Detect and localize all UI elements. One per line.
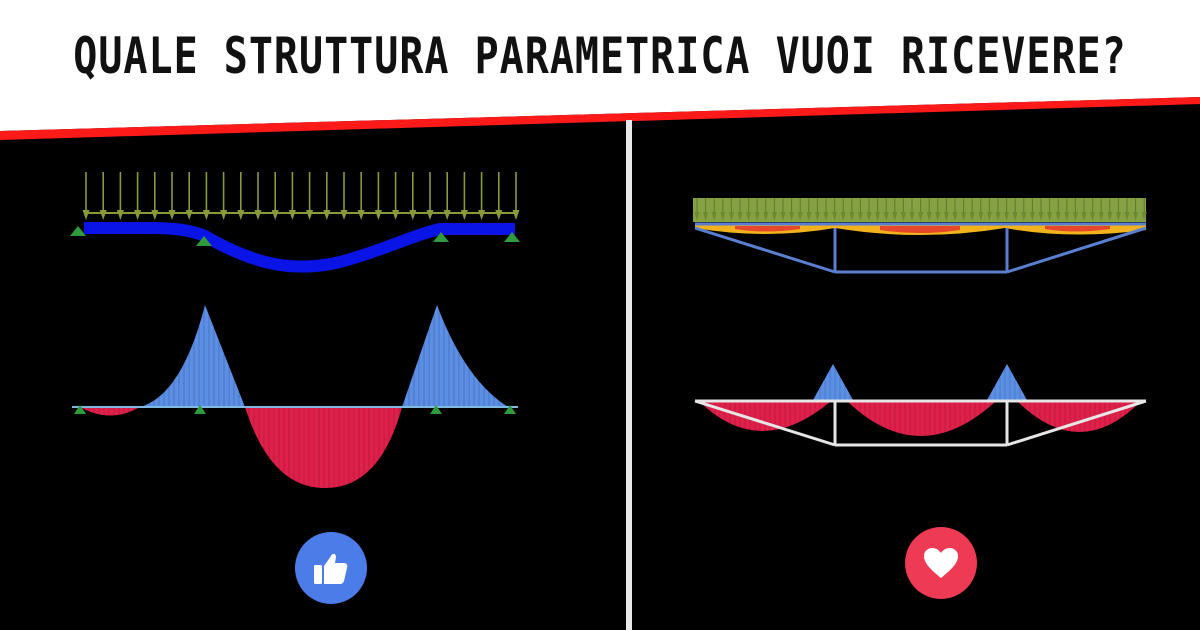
like-reaction-button[interactable] bbox=[295, 532, 367, 604]
deck-load-arrow bbox=[1090, 198, 1096, 221]
deck-load-arrow bbox=[797, 198, 803, 221]
deck-load-arrow bbox=[961, 198, 967, 221]
deck-load-arrow bbox=[875, 198, 881, 221]
heart-icon bbox=[924, 548, 958, 578]
banner-red-stripe bbox=[0, 97, 1200, 140]
deck-load-arrow bbox=[1098, 198, 1104, 221]
deck-load-arrow bbox=[746, 198, 752, 221]
bridge-frame-outline bbox=[694, 399, 1147, 447]
deck-load-band bbox=[693, 198, 1146, 222]
poll-question-title: QUALE STRUTTURA PARAMETRICA VUOI RICEVER… bbox=[73, 28, 1127, 86]
thumbs-up-icon bbox=[314, 553, 348, 584]
deck-load-arrow bbox=[711, 198, 717, 221]
deck-load-arrow bbox=[1029, 198, 1035, 221]
bridge-moment-neg-1 bbox=[700, 402, 830, 431]
deck-load-arrow bbox=[840, 198, 846, 221]
deformed-beam bbox=[84, 222, 515, 273]
deck-load-arrow bbox=[1107, 198, 1113, 221]
bridge-hatch-lines bbox=[699, 362, 1141, 455]
deck-load-arrow bbox=[978, 198, 984, 221]
deck-load-arrow bbox=[909, 198, 915, 221]
moment-negative-span-1 bbox=[80, 407, 140, 416]
deck-load-arrow bbox=[849, 198, 855, 221]
deck-load-arrow bbox=[703, 198, 709, 221]
deck-load-arrow bbox=[780, 198, 786, 221]
banner-background bbox=[0, 0, 1200, 131]
deck-load-arrow bbox=[1115, 198, 1121, 221]
diagram-support-4 bbox=[504, 405, 516, 414]
support-4 bbox=[504, 232, 520, 242]
deck-load-arrow bbox=[789, 198, 795, 221]
deck-load-arrow bbox=[986, 198, 992, 221]
moment-positive-support-3 bbox=[402, 305, 508, 407]
love-reaction-button[interactable] bbox=[905, 527, 977, 599]
deck-load-arrows bbox=[694, 198, 1147, 221]
deck-load-arrow bbox=[857, 198, 863, 221]
bridge-moment-neg-2 bbox=[848, 402, 995, 436]
deck-load-arrow bbox=[832, 198, 838, 221]
deck-stress-hotspots bbox=[735, 226, 1110, 233]
deck-load-arrow bbox=[1038, 198, 1044, 221]
deck-load-arrow bbox=[1004, 198, 1010, 221]
bridge-moment-pos-2 bbox=[987, 364, 1027, 400]
deck-load-arrow bbox=[754, 198, 760, 221]
moment-negative-span-2 bbox=[245, 407, 402, 488]
deck-load-arrow bbox=[892, 198, 898, 221]
truss-structure bbox=[694, 222, 1147, 274]
bending-moment-diagram bbox=[72, 300, 518, 495]
deck-load-arrow bbox=[1133, 198, 1139, 221]
bridge-moment-neg-3 bbox=[1018, 402, 1140, 432]
moment-hatch-lines bbox=[83, 300, 505, 495]
deck-load-arrow bbox=[1055, 198, 1061, 221]
diagram-support-1 bbox=[74, 405, 86, 414]
truss-diagonal-right bbox=[1006, 226, 1147, 274]
deck-load-arrow bbox=[935, 198, 941, 221]
deck-load-arrow bbox=[866, 198, 872, 221]
bridge-moment-diagram bbox=[694, 362, 1147, 455]
support-3 bbox=[433, 232, 449, 242]
bridge-moment-pos-1 bbox=[813, 364, 853, 400]
diagram-support-2 bbox=[194, 405, 206, 414]
support-2 bbox=[196, 236, 212, 246]
panel-divider bbox=[626, 120, 632, 630]
continuous-beam-option bbox=[70, 172, 520, 495]
deck-load-arrow bbox=[1072, 198, 1078, 221]
deck-load-arrow bbox=[814, 198, 820, 221]
deck-load-arrow bbox=[806, 198, 812, 221]
truss-bridge-option bbox=[693, 198, 1147, 455]
deck-load-arrow bbox=[900, 198, 906, 221]
deck-load-arrow bbox=[1141, 198, 1147, 221]
deck-load-arrow bbox=[737, 198, 743, 221]
deck-load-arrow bbox=[1012, 198, 1018, 221]
moment-positive-support-2 bbox=[140, 305, 245, 407]
deck-load-arrow bbox=[918, 198, 924, 221]
deck-load-arrow bbox=[926, 198, 932, 221]
deck-load-arrow bbox=[763, 198, 769, 221]
deck-load-arrow bbox=[823, 198, 829, 221]
deck-load-arrow bbox=[995, 198, 1001, 221]
deck-load-arrow bbox=[1124, 198, 1130, 221]
deck-load-arrow bbox=[969, 198, 975, 221]
deck-load-arrow bbox=[943, 198, 949, 221]
beam-supports bbox=[70, 226, 520, 246]
deck-load-arrow bbox=[728, 198, 734, 221]
deck-load-arrow bbox=[883, 198, 889, 221]
deck-load-arrow bbox=[1081, 198, 1087, 221]
header-banner bbox=[0, 0, 1200, 140]
deck-load-arrow bbox=[952, 198, 958, 221]
diagram-support-3 bbox=[430, 405, 442, 414]
truss-diagonal-left bbox=[694, 226, 836, 274]
deck-load-arrow bbox=[1021, 198, 1027, 221]
deck-load-arrow bbox=[1047, 198, 1053, 221]
deck-load-arrow bbox=[720, 198, 726, 221]
deck-load-arrow bbox=[771, 198, 777, 221]
support-1 bbox=[70, 226, 86, 236]
deck-load-arrow bbox=[1064, 198, 1070, 221]
deck-load-arrow bbox=[694, 198, 700, 221]
